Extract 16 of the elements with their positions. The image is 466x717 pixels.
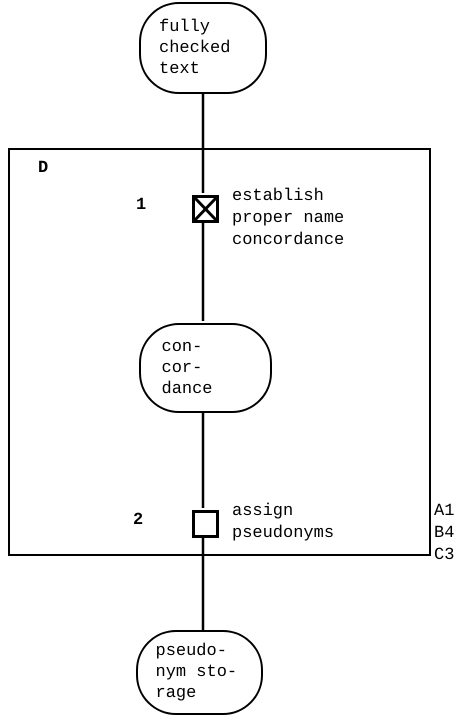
node-label: pseudo- nym sto- rage — [156, 641, 238, 704]
connector-line — [202, 221, 204, 321]
frame-box — [8, 148, 431, 556]
activity-box — [192, 510, 219, 538]
crossed-activity-box — [192, 195, 219, 223]
activity-label: assign pseudonyms — [232, 501, 336, 545]
frame-label: D — [38, 158, 48, 180]
connector-line — [202, 411, 204, 508]
node-label: con- cor- dance — [162, 336, 214, 400]
reference-codes: A1 B4 C3 — [434, 501, 456, 567]
activity-label: establish proper name concordance — [232, 186, 346, 252]
step-number: 1 — [136, 195, 148, 217]
connector-line — [202, 94, 204, 193]
connector-line — [202, 536, 204, 630]
node-label: fully checked text — [159, 16, 232, 80]
step-number: 2 — [133, 510, 144, 532]
